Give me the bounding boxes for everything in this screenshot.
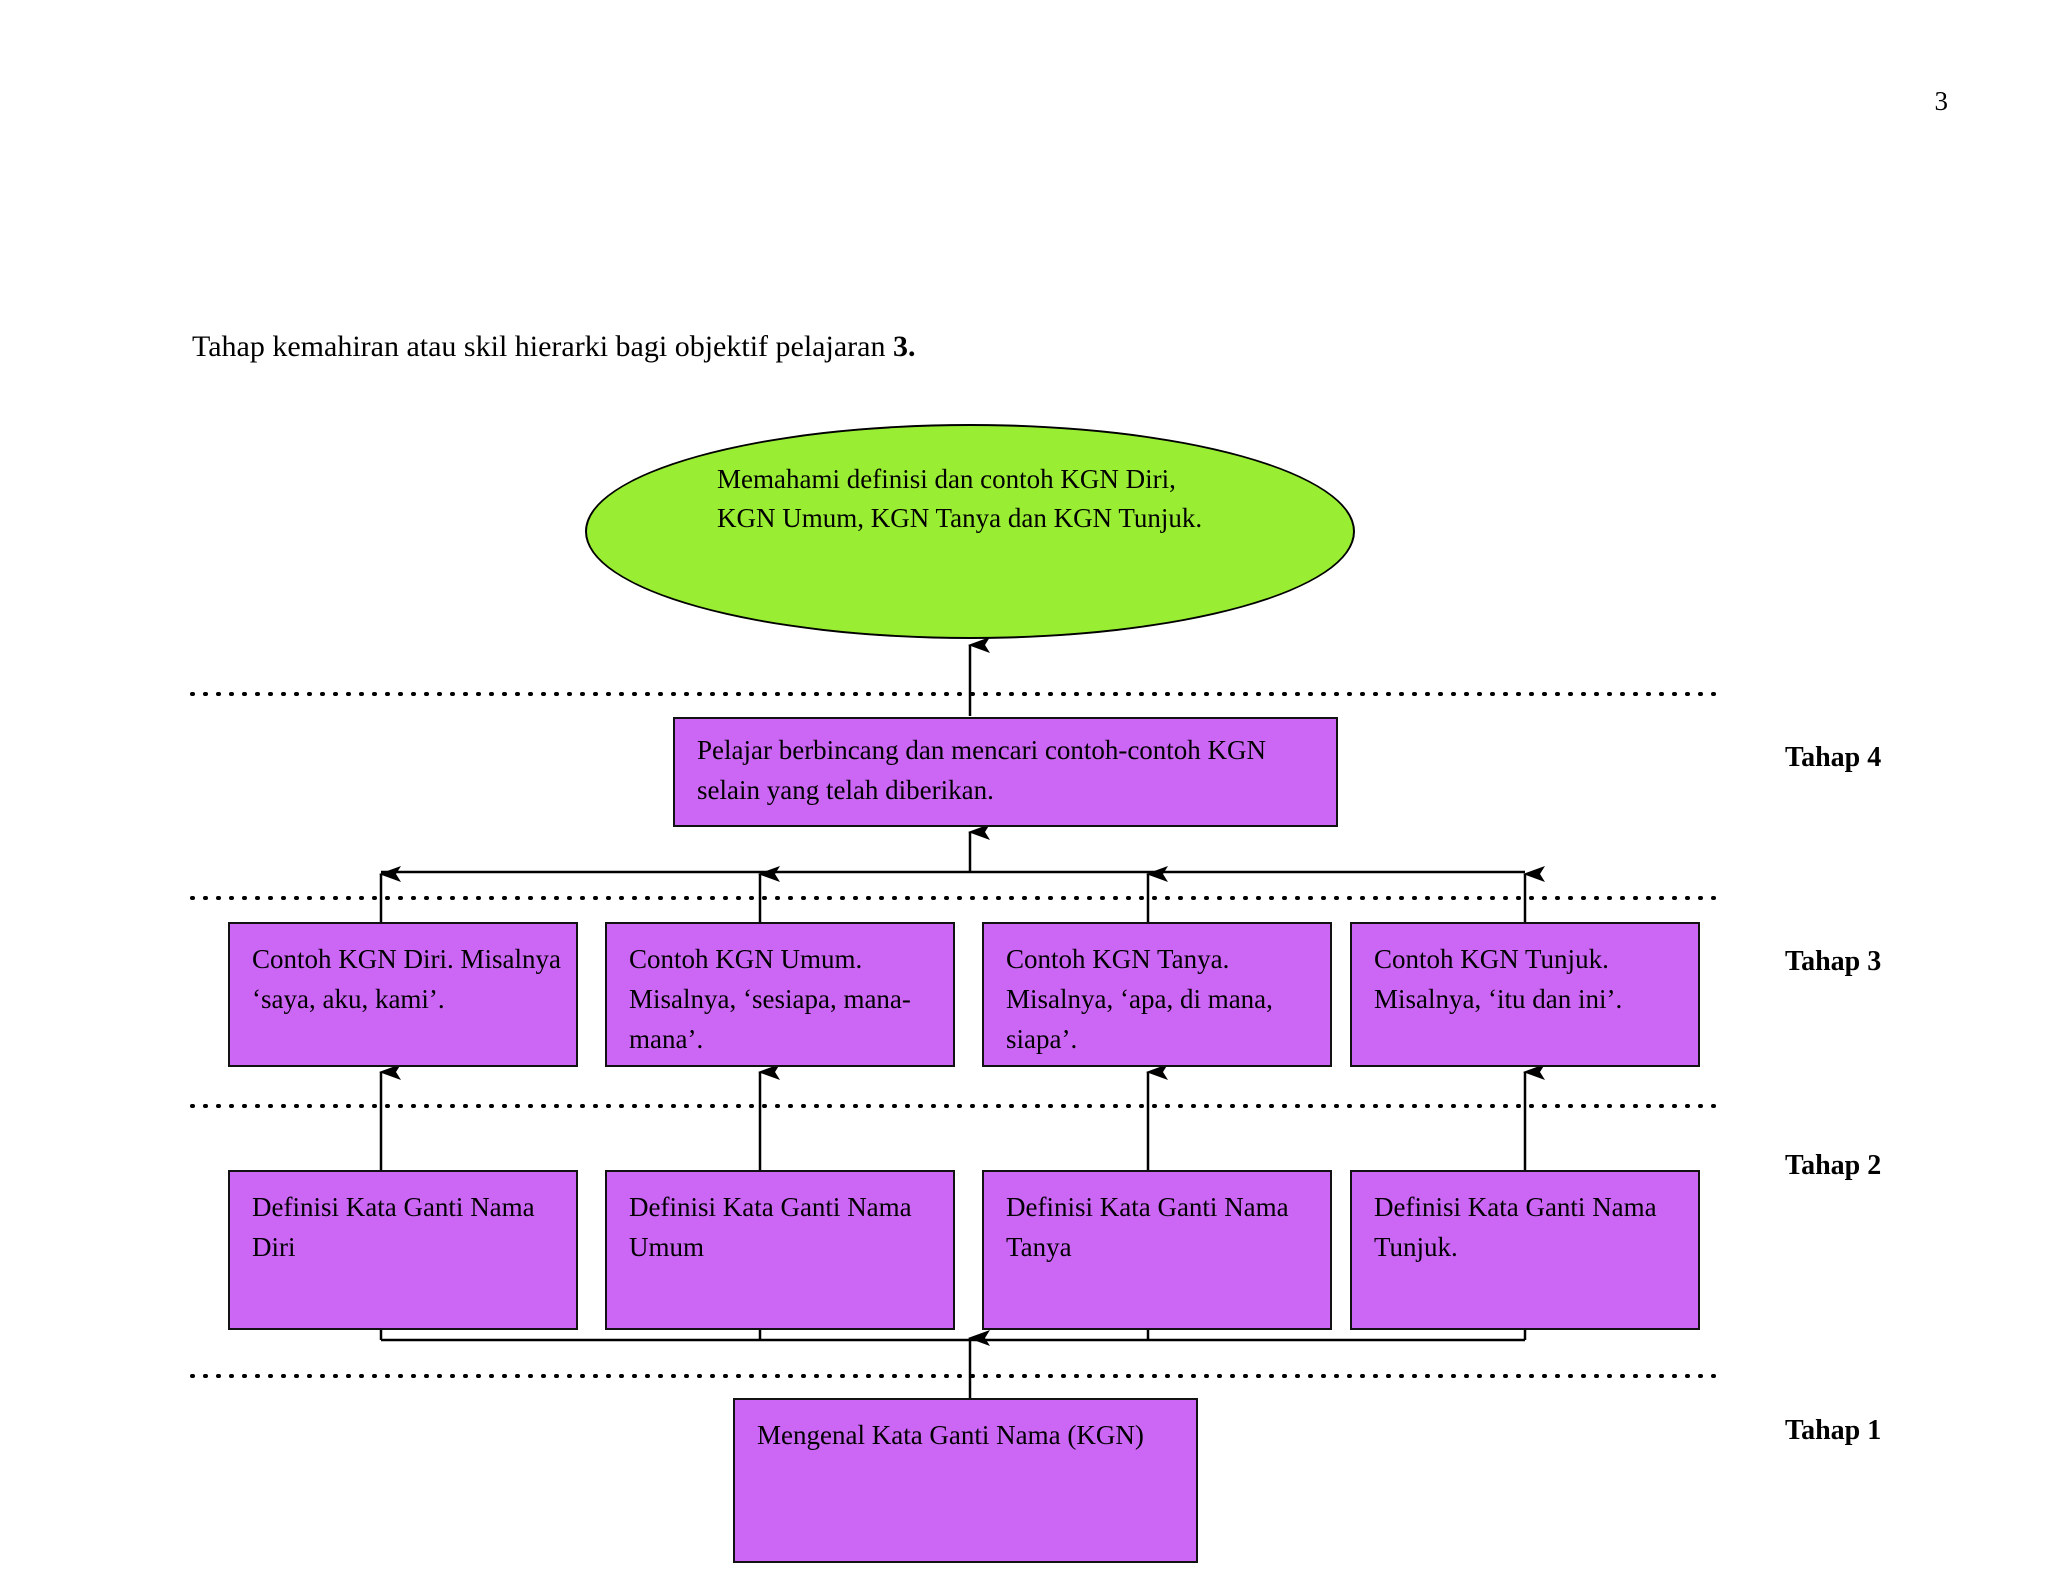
tahap2-node-label: Definisi Kata Ganti Nama Tanya [1006,1192,1289,1262]
tahap3-node-label: Contoh KGN Diri. Misalnya ‘saya, aku, ka… [252,944,561,1014]
tahap4-node-label: Pelajar berbincang dan mencari contoh-co… [697,735,1267,805]
tahap3-node-label: Contoh KGN Tanya. Misalnya, ‘apa, di man… [1006,944,1273,1054]
stage-label-tahap-4: Tahap 4 [1785,742,1882,773]
tahap2-node-tunjuk[interactable]: Definisi Kata Ganti Nama Tunjuk. [1350,1170,1700,1330]
page-title-number: 3. [892,330,916,363]
tahap1-node-label: Mengenal Kata Ganti Nama (KGN) [757,1420,1144,1450]
tahap2-node-diri[interactable]: Definisi Kata Ganti Nama Diri [228,1170,578,1330]
page-title-text: Tahap kemahiran atau skil hierarki bagi … [192,330,893,363]
page-number: 3 [1934,86,1949,116]
stage-label-tahap-3: Tahap 3 [1785,946,1882,977]
tahap2-node-label: Definisi Kata Ganti Nama Tunjuk. [1374,1192,1657,1262]
stage-label-tahap-1: Tahap 1 [1785,1415,1882,1446]
tahap1-node[interactable]: Mengenal Kata Ganti Nama (KGN) [733,1398,1198,1563]
stage-label-tahap-2: Tahap 2 [1785,1150,1882,1181]
page-title: Tahap kemahiran atau skil hierarki bagi … [192,328,915,366]
tahap3-node-label: Contoh KGN Tunjuk. Misalnya, ‘itu dan in… [1374,944,1623,1014]
tahap2-node-label: Definisi Kata Ganti Nama Diri [252,1192,535,1262]
goal-node[interactable]: Memahami definisi dan contoh KGN Diri, K… [585,424,1355,639]
tahap4-node[interactable]: Pelajar berbincang dan mencari contoh-co… [673,717,1338,827]
tahap3-node-umum[interactable]: Contoh KGN Umum. Misalnya, ‘sesiapa, man… [605,922,955,1067]
tahap3-node-label: Contoh KGN Umum. Misalnya, ‘sesiapa, man… [629,944,911,1054]
goal-node-label: Memahami definisi dan contoh KGN Diri, K… [717,464,1203,534]
tahap2-node-label: Definisi Kata Ganti Nama Umum [629,1192,912,1262]
tahap3-node-tanya[interactable]: Contoh KGN Tanya. Misalnya, ‘apa, di man… [982,922,1332,1067]
tahap2-node-umum[interactable]: Definisi Kata Ganti Nama Umum [605,1170,955,1330]
tahap3-node-tunjuk[interactable]: Contoh KGN Tunjuk. Misalnya, ‘itu dan in… [1350,922,1700,1067]
tahap3-node-diri[interactable]: Contoh KGN Diri. Misalnya ‘saya, aku, ka… [228,922,578,1067]
tahap2-node-tanya[interactable]: Definisi Kata Ganti Nama Tanya [982,1170,1332,1330]
